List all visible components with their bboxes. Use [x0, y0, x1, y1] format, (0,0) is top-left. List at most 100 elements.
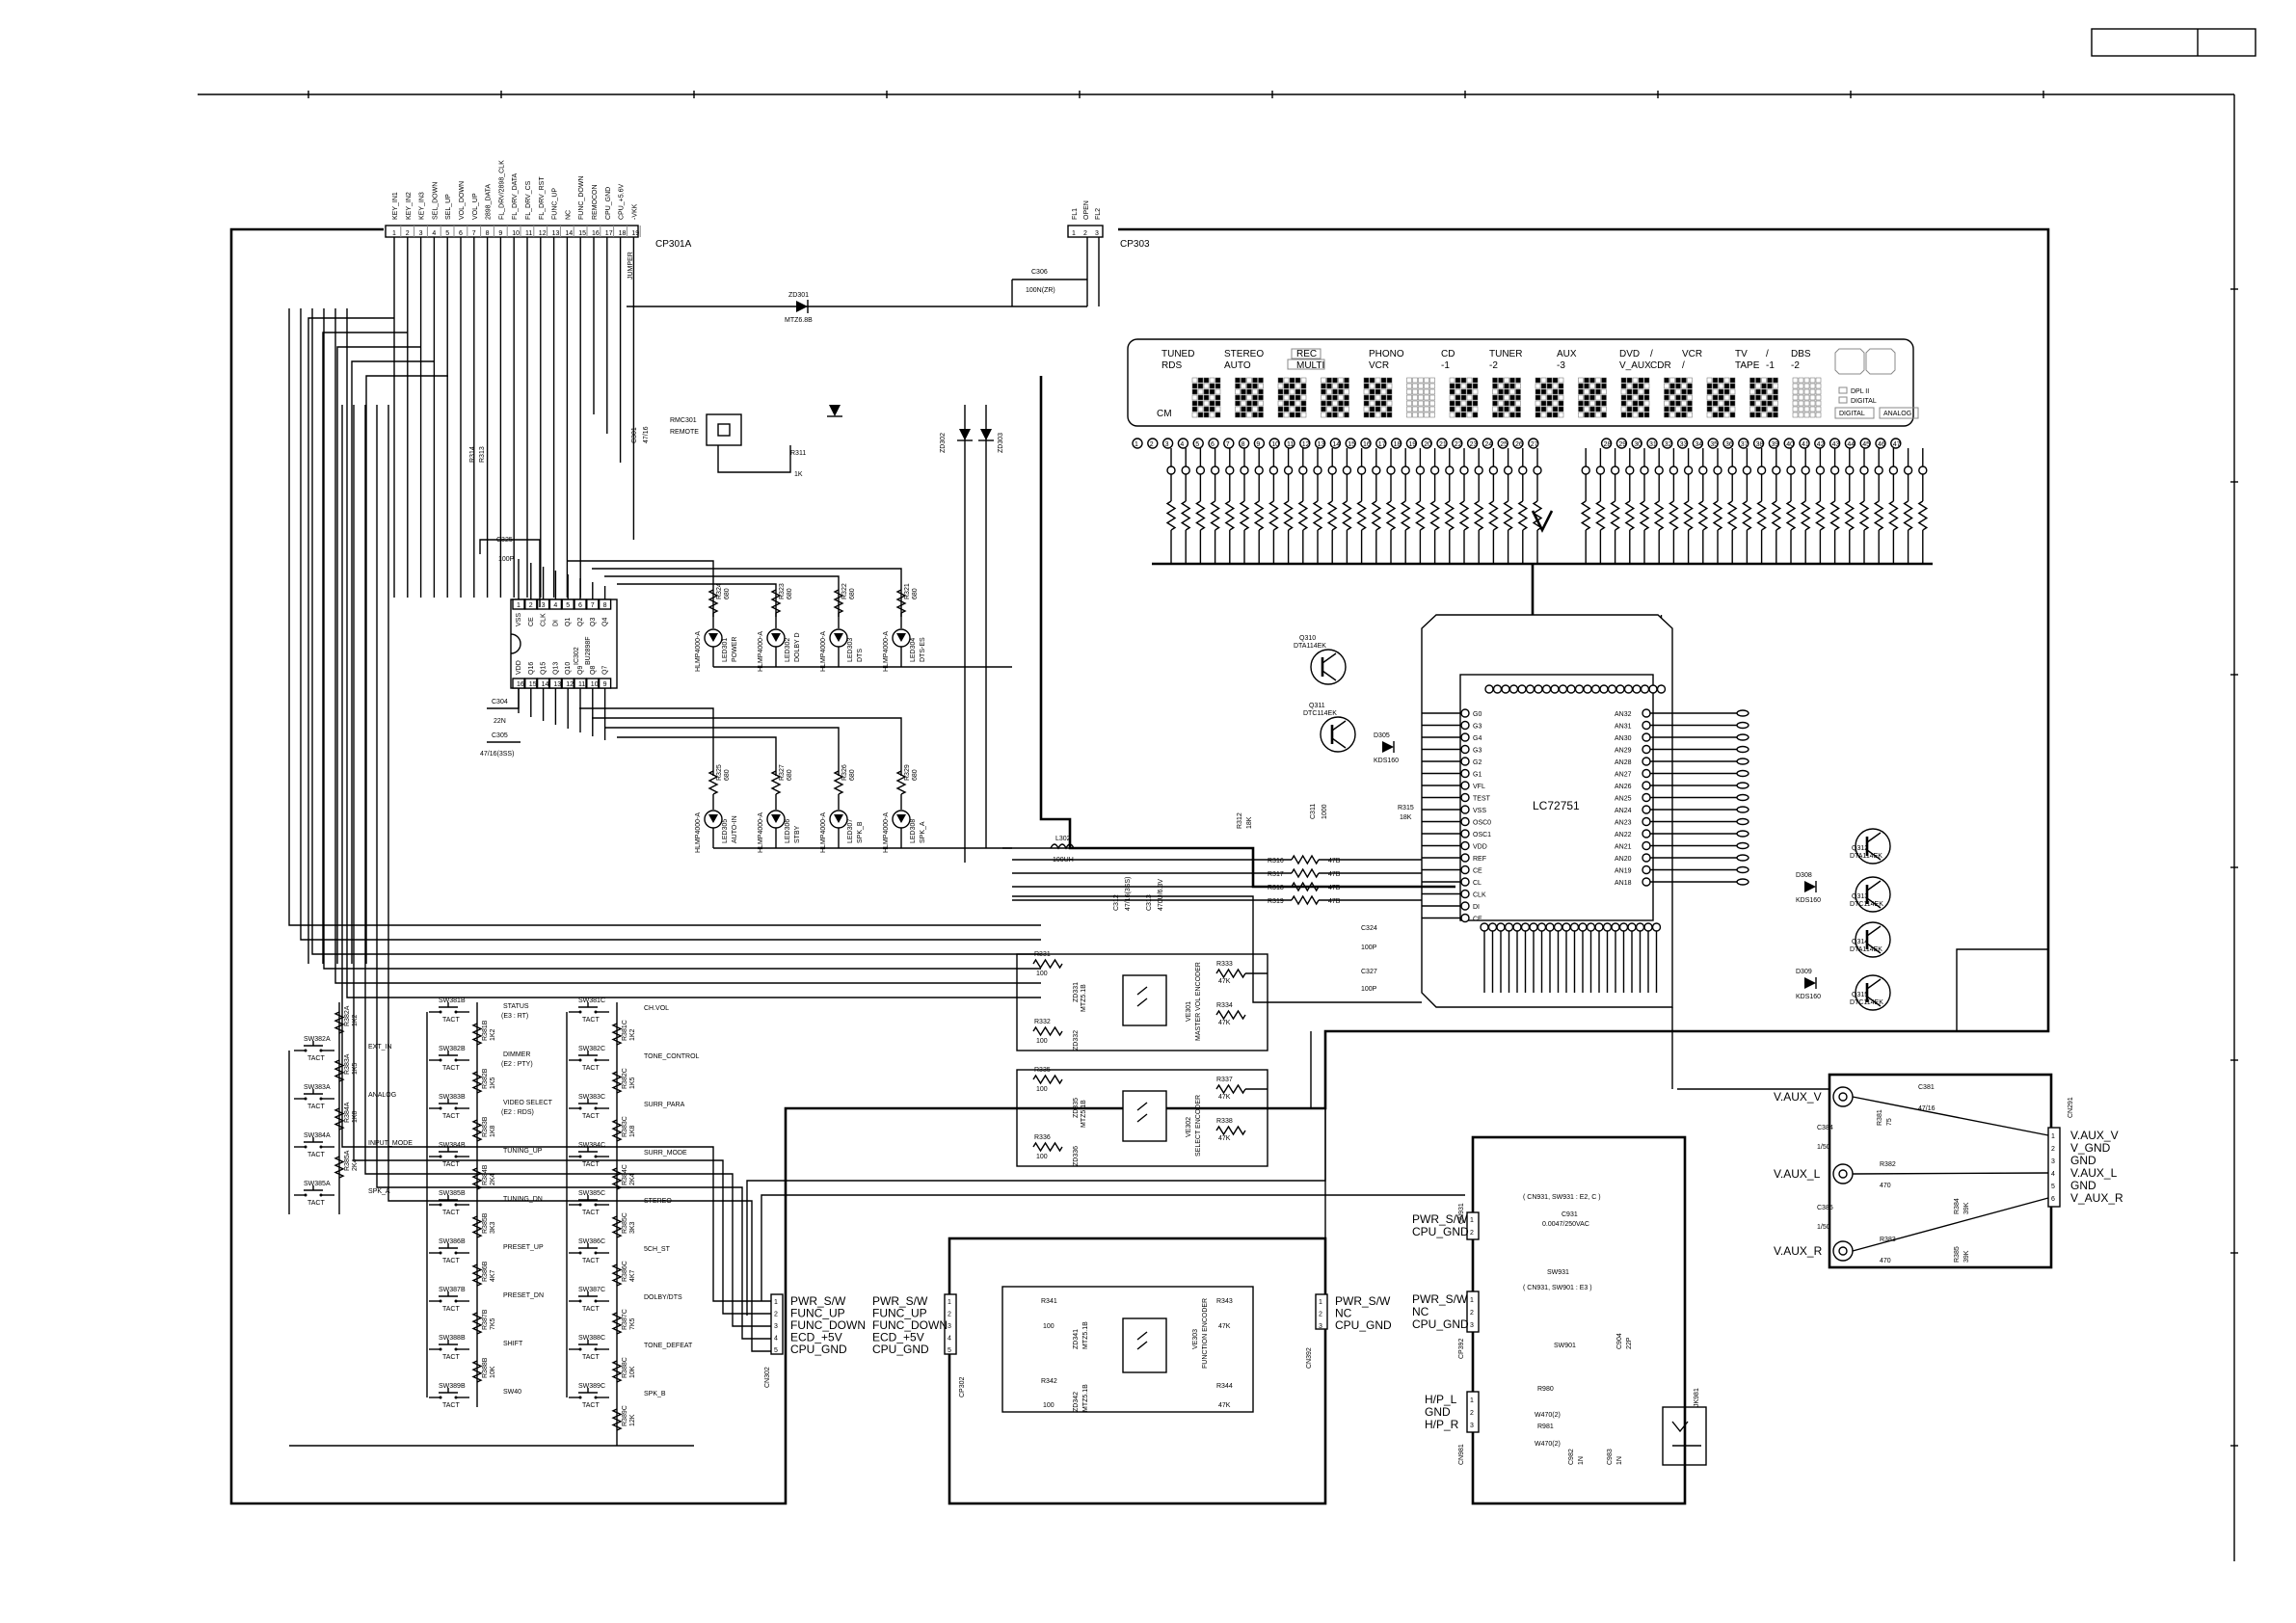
svg-text:C982: C982: [1568, 1449, 1575, 1465]
switch-rv: 1K8: [352, 1110, 359, 1123]
resistor: [1473, 500, 1484, 531]
fl-dot: [1197, 406, 1204, 412]
fl-dot: [1601, 377, 1607, 384]
connector-pin-number: 3: [774, 1323, 778, 1330]
aux-jack: [1832, 1163, 1854, 1184]
fl-dot: [1558, 394, 1564, 401]
fl-dot: [1277, 388, 1284, 395]
fl-dot: [1638, 406, 1644, 412]
bu-pin-number: 2: [529, 602, 533, 609]
encoder-zd-val: MTZ5.1B: [1081, 984, 1087, 1012]
fl-dot: [1418, 412, 1424, 418]
fl-dot: [1755, 394, 1761, 401]
resistor: [895, 589, 907, 614]
lc-pin: [1578, 922, 1588, 932]
switch-ref: SW383B: [439, 1094, 466, 1101]
fl-dot: [1626, 406, 1633, 412]
bu-pin-label: Q4: [602, 618, 609, 626]
fl-dot: [1326, 400, 1332, 407]
resistor: [1239, 500, 1250, 531]
resistor: [1683, 500, 1694, 531]
connector-pin-label: PWR_S/W: [1412, 1292, 1468, 1306]
resistor-val: 47B: [1328, 898, 1341, 905]
led-ref: LED301: [722, 638, 729, 662]
fl-dot: [1209, 406, 1215, 412]
switch-r: R386B: [482, 1261, 489, 1282]
fl-pin: [1676, 438, 1689, 449]
fl-dot: [1283, 383, 1290, 389]
led-resistor-ref: R329: [904, 764, 911, 781]
fl-dot: [1498, 406, 1504, 412]
switch-tact: TACT: [582, 1354, 600, 1361]
fl-pin: [1177, 438, 1189, 449]
transistor-part: DTA114EK: [1294, 643, 1326, 650]
switch-tact: TACT: [307, 1200, 325, 1207]
fl-dot: [1687, 377, 1693, 384]
fl-dot: [1277, 394, 1284, 401]
fl-dot: [1203, 383, 1210, 389]
fl-label-top: DBS: [1791, 349, 1811, 359]
switch-r: R384B: [482, 1164, 489, 1185]
fl-dot: [1412, 377, 1418, 384]
transistor-lead: [1866, 832, 1882, 843]
resistor: [1385, 500, 1397, 531]
fl-dot: [1792, 388, 1799, 395]
fl-label-bottom: RDS: [1161, 360, 1182, 371]
bu-pin-label: VSS: [516, 613, 522, 626]
svg-text:C983: C983: [1607, 1449, 1614, 1465]
switch-label: EXT_IN: [368, 1044, 392, 1051]
lc-pin-label: AN23: [1615, 820, 1632, 827]
fl-dot: [1552, 388, 1559, 395]
fl-dot: [1718, 394, 1724, 401]
led-ref: LED304: [910, 638, 917, 662]
fl-dot: [1515, 394, 1521, 401]
fl-node: [1210, 466, 1220, 475]
fl-dot: [1535, 377, 1541, 384]
connector-pin-number: 2: [774, 1312, 778, 1318]
fl-dot: [1289, 388, 1295, 395]
fl-pin-number: 31: [1649, 441, 1657, 448]
fl-dot: [1718, 388, 1724, 395]
fl-dot: [1449, 412, 1455, 418]
fl-node: [1727, 466, 1737, 475]
connector-pin-number: 4: [948, 1336, 951, 1343]
connector-pin-label: ECD_+5V: [790, 1331, 842, 1344]
fl-dot: [1295, 406, 1301, 412]
fl-dot: [1792, 400, 1799, 407]
fl-dot: [1197, 377, 1204, 384]
cp301-connector: 1KEY_IN12KEY_IN23KEY_IN34SEL_DOWN5SEL_UP…: [385, 160, 692, 250]
svg-text:C384: C384: [1817, 1125, 1833, 1131]
fl-dot: [1449, 383, 1455, 389]
connector-pin-label: FUNC_UP: [790, 1307, 845, 1320]
switch-tact: TACT: [442, 1402, 460, 1409]
bu-pin-number: 12: [566, 681, 574, 688]
fl-dot: [1675, 394, 1681, 401]
fl-dot: [1643, 406, 1650, 412]
fl-dot: [1546, 383, 1553, 389]
transistor-body: [1310, 649, 1347, 685]
resistor: [833, 770, 844, 795]
switch-contact: [439, 1155, 442, 1158]
fl-dot: [1375, 406, 1381, 412]
fl-dot: [1344, 383, 1349, 389]
fl-dot: [1584, 412, 1589, 418]
fl-node: [1283, 466, 1294, 475]
fl-dot: [1277, 412, 1284, 418]
fl-dot: [1712, 388, 1719, 395]
fl-label-top: CD: [1441, 349, 1455, 359]
fl-dot: [1712, 412, 1719, 418]
led-resistor-val: 680: [849, 769, 856, 781]
fl-dot: [1386, 388, 1393, 395]
fl-node: [1401, 466, 1410, 475]
fl-pin: [1528, 438, 1539, 449]
fl-dot: [1386, 400, 1393, 407]
switch-r: R388B: [482, 1357, 489, 1378]
connector-pin-label: FUNC_DOWN: [790, 1318, 866, 1332]
lc-pin: [1460, 829, 1470, 838]
fl-dot: [1643, 394, 1650, 401]
lc-pin: [1656, 684, 1667, 694]
switch-label: 5CH_ST: [644, 1246, 671, 1253]
resistor: [1829, 500, 1840, 531]
